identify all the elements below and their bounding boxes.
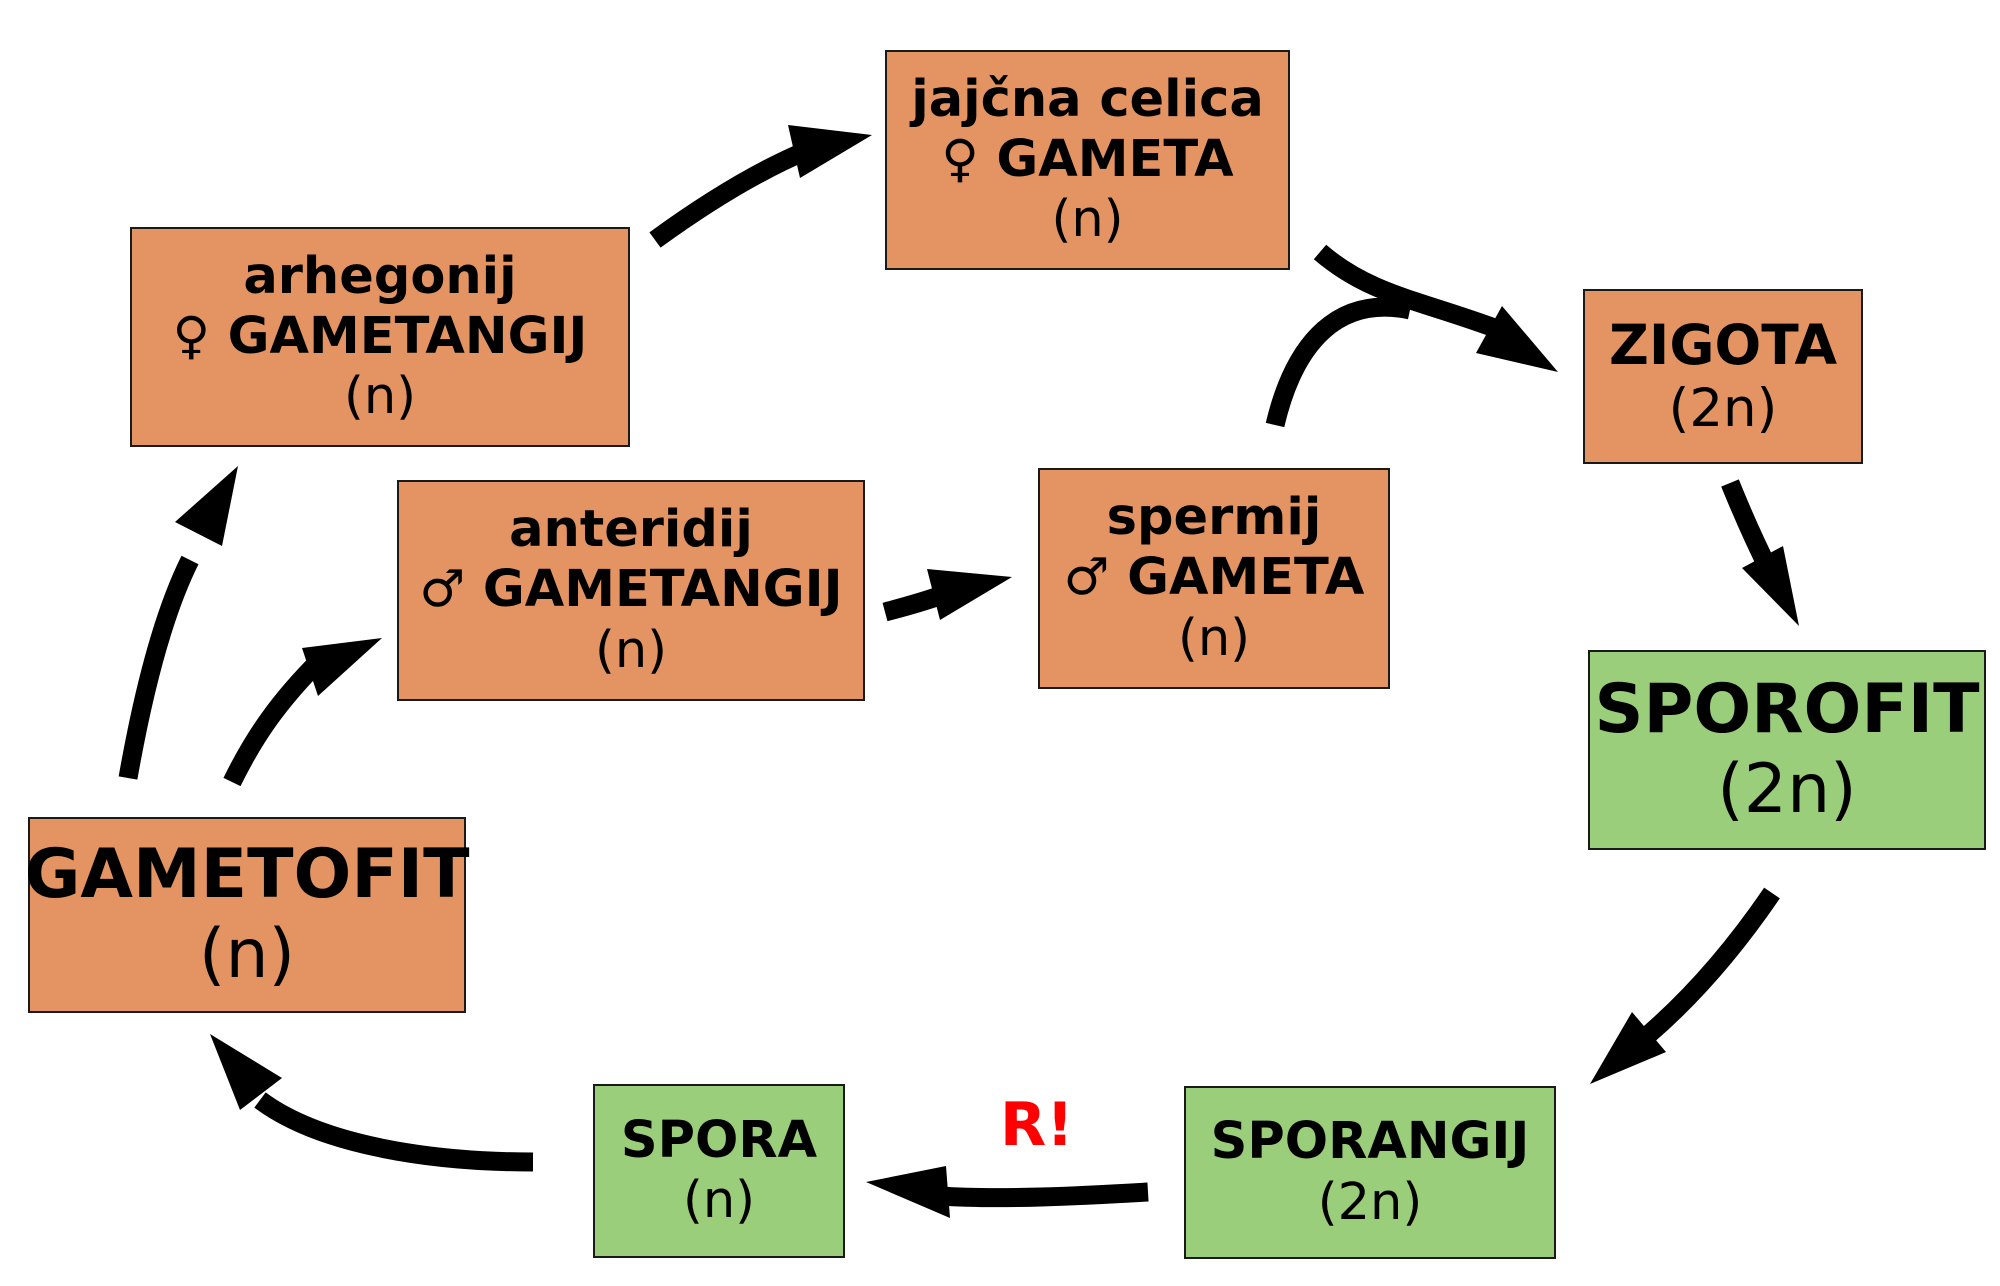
- node-sporophyte: SPOROFIT (2n): [1588, 650, 1986, 850]
- node-gametophyte: GAMETOFIT (n): [25, 817, 469, 1013]
- sperm-label: spermij: [1106, 488, 1322, 548]
- zygote-label: ZIGOTA: [1608, 312, 1838, 377]
- arrowhead-gametophyte-to-archegonium: [175, 466, 238, 546]
- arrowhead-gametophyte-to-antheridium: [302, 638, 382, 696]
- antheridium-type: ♂ GAMETANGIJ: [419, 560, 843, 620]
- archegonium-label: arhegonij: [243, 246, 517, 306]
- archegonium-ploidy: (n): [343, 367, 417, 427]
- arrowhead-zygote-to-sporophyte: [1742, 546, 1799, 626]
- archegonium-type: ♀ GAMETANGIJ: [172, 306, 588, 366]
- arrow-sperm-to-zygote: [1265, 297, 1412, 428]
- node-antheridium: anteridij ♂ GAMETANGIJ (n): [397, 480, 865, 701]
- antheridium-label: anteridij: [509, 500, 753, 560]
- node-egg-cell: jajčna celica ♀ GAMETA (n): [885, 50, 1290, 270]
- arrowhead-sporophyte-to-sporangium: [1590, 1012, 1666, 1084]
- node-archegonium: arhegonij ♀ GAMETANGIJ (n): [130, 227, 630, 447]
- arrow-archegonium-to-egg: [649, 141, 812, 248]
- node-sporangium: SPORANGIJ (2n): [1184, 1086, 1556, 1259]
- spore-label: SPORA: [620, 1110, 818, 1170]
- arrowhead-sporangium-to-spore: [866, 1166, 950, 1218]
- spore-ploidy: (n): [682, 1171, 756, 1230]
- egg-cell-type: ♀ GAMETA: [941, 129, 1234, 189]
- arrowhead-egg-to-zygote: [1476, 306, 1558, 372]
- node-spore: SPORA (n): [593, 1084, 845, 1258]
- sperm-ploidy: (n): [1177, 608, 1251, 668]
- egg-cell-label: jajčna celica: [911, 69, 1264, 129]
- arrowhead-antheridium-to-sperm: [927, 569, 1012, 620]
- arrow-gametophyte-to-antheridium: [223, 653, 327, 787]
- zygote-ploidy: (2n): [1668, 377, 1778, 439]
- arrowhead-archegonium-to-egg: [788, 125, 872, 178]
- arrow-egg-to-zygote: [1313, 244, 1504, 339]
- arrow-sporophyte-to-sporangium: [1641, 887, 1780, 1043]
- sperm-type: ♂ GAMETA: [1063, 548, 1365, 608]
- sporangium-label: SPORANGIJ: [1210, 1112, 1530, 1172]
- sporophyte-ploidy: (2n): [1717, 750, 1857, 829]
- arrow-spore-to-gametophyte: [254, 1092, 534, 1172]
- antheridium-ploidy: (n): [594, 620, 668, 680]
- gametophyte-ploidy: (n): [198, 915, 296, 994]
- sporophyte-label: SPOROFIT: [1594, 669, 1980, 749]
- node-sperm: spermij ♂ GAMETA (n): [1038, 468, 1390, 689]
- gametophyte-label: GAMETOFIT: [24, 834, 470, 914]
- node-zygote: ZIGOTA (2n): [1583, 289, 1863, 464]
- egg-cell-ploidy: (n): [1051, 190, 1124, 250]
- arrow-gametophyte-to-archegonium: [118, 555, 199, 780]
- meiosis-label: R!: [1000, 1090, 1074, 1160]
- arrow-sporangium-to-spore: [939, 1182, 1149, 1208]
- arrowhead-spore-to-gametophyte: [210, 1034, 282, 1110]
- sporangium-ploidy: (2n): [1317, 1172, 1423, 1232]
